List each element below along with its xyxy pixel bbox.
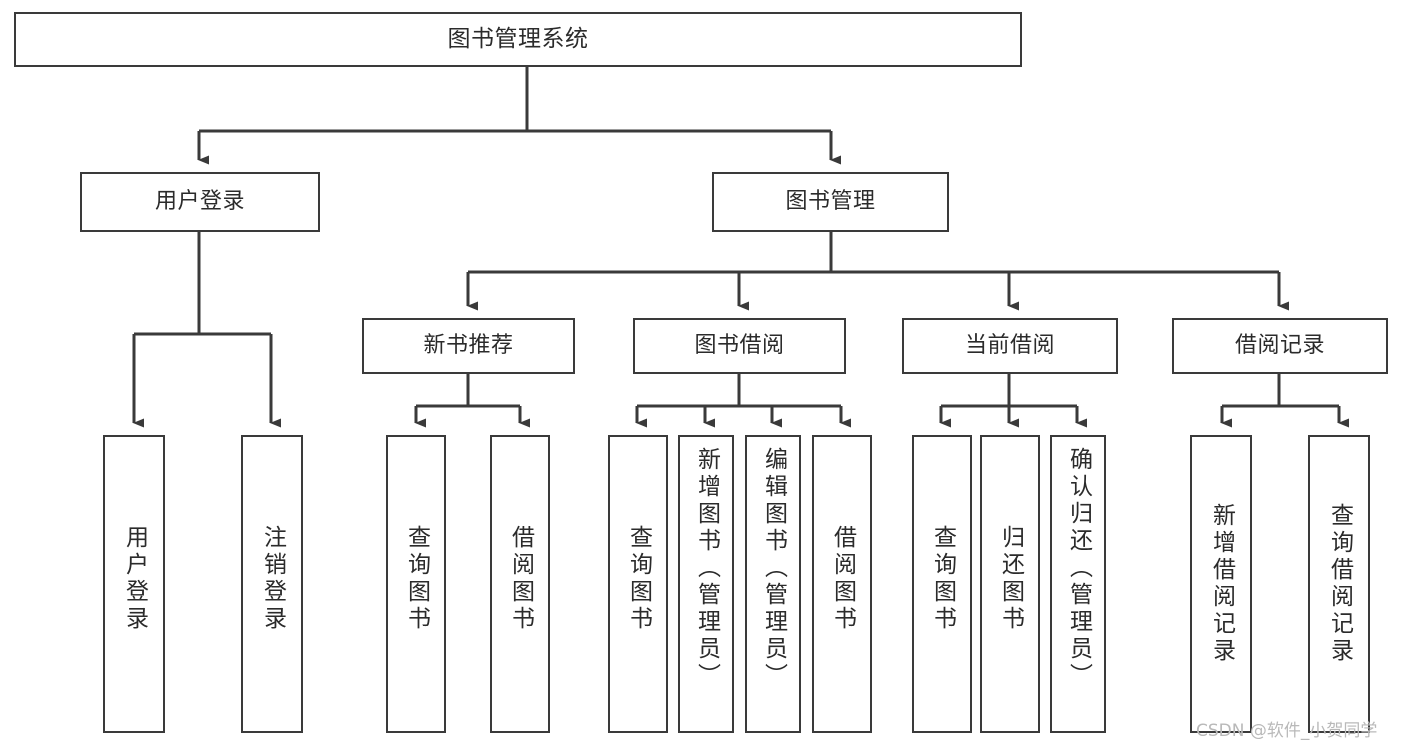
node-leaf-borrow-book-1[interactable]: 借阅图书 — [490, 435, 550, 733]
node-new-book-recommend-label: 新书推荐 — [423, 333, 514, 359]
node-leaf-query-book-1-label: 查询图书 — [403, 525, 430, 633]
node-leaf-add-record-label: 新增借阅记录 — [1208, 503, 1235, 665]
node-leaf-logout-login[interactable]: 注销登录 — [241, 435, 303, 733]
node-leaf-return-book[interactable]: 归还图书 — [980, 435, 1040, 733]
node-leaf-add-record[interactable]: 新增借阅记录 — [1190, 435, 1252, 733]
node-leaf-borrow-book-2-label: 借阅图书 — [829, 525, 856, 633]
node-leaf-add-book[interactable]: 新增图书（管理员） — [678, 435, 734, 733]
node-leaf-query-book-3-label: 查询图书 — [929, 525, 956, 633]
node-leaf-confirm-return[interactable]: 确认归还（管理员） — [1050, 435, 1106, 733]
node-user-login-label: 用户登录 — [154, 189, 245, 215]
node-leaf-borrow-book-1-label: 借阅图书 — [507, 525, 534, 633]
node-leaf-user-login-label: 用户登录 — [121, 525, 148, 633]
node-borrow-record-label: 借阅记录 — [1234, 333, 1325, 359]
node-leaf-query-record-label: 查询借阅记录 — [1326, 503, 1353, 665]
node-current-borrow[interactable]: 当前借阅 — [902, 318, 1118, 374]
node-leaf-edit-book-label: 编辑图书（管理员） — [760, 447, 787, 690]
node-leaf-query-book-3[interactable]: 查询图书 — [912, 435, 972, 733]
node-leaf-logout-login-label: 注销登录 — [259, 525, 286, 633]
node-leaf-confirm-return-label: 确认归还（管理员） — [1065, 447, 1092, 690]
node-leaf-add-book-label: 新增图书（管理员） — [693, 447, 720, 690]
node-book-manage[interactable]: 图书管理 — [712, 172, 949, 232]
node-leaf-query-book-1[interactable]: 查询图书 — [386, 435, 446, 733]
node-borrow-record[interactable]: 借阅记录 — [1172, 318, 1388, 374]
node-book-borrow-label: 图书借阅 — [694, 333, 785, 359]
node-leaf-return-book-label: 归还图书 — [997, 525, 1024, 633]
node-new-book-recommend[interactable]: 新书推荐 — [362, 318, 575, 374]
node-leaf-edit-book[interactable]: 编辑图书（管理员） — [745, 435, 801, 733]
node-book-borrow[interactable]: 图书借阅 — [633, 318, 846, 374]
node-leaf-query-book-2[interactable]: 查询图书 — [608, 435, 668, 733]
node-user-login[interactable]: 用户登录 — [80, 172, 320, 232]
node-current-borrow-label: 当前借阅 — [964, 333, 1055, 359]
node-leaf-user-login[interactable]: 用户登录 — [103, 435, 165, 733]
node-book-manage-label: 图书管理 — [785, 189, 876, 215]
node-root-label: 图书管理系统 — [447, 25, 589, 52]
csdn-watermark: CSDN @软件_小贺同学 — [1196, 721, 1378, 741]
node-leaf-query-record[interactable]: 查询借阅记录 — [1308, 435, 1370, 733]
node-root[interactable]: 图书管理系统 — [14, 12, 1022, 67]
node-leaf-query-book-2-label: 查询图书 — [625, 525, 652, 633]
node-leaf-borrow-book-2[interactable]: 借阅图书 — [812, 435, 872, 733]
